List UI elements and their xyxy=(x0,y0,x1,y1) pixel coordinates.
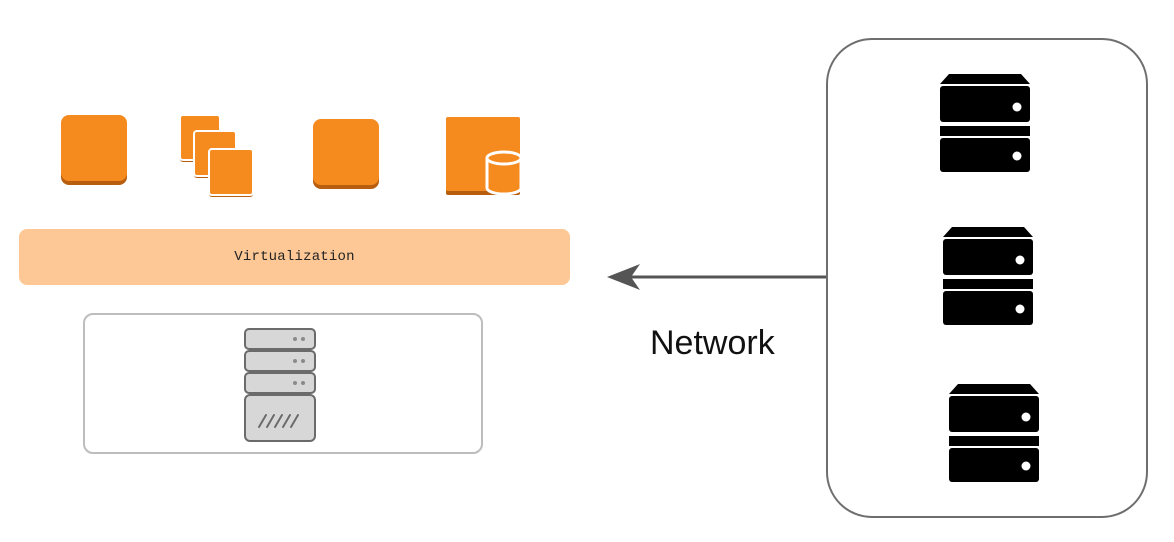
virtualization-label: Virtualization xyxy=(234,249,355,265)
network-label: Network xyxy=(650,324,775,362)
instance-icon xyxy=(313,119,379,189)
instance-with-database-icon xyxy=(446,117,523,196)
virtualization-layer: Virtualization xyxy=(19,229,570,285)
instance-icon xyxy=(61,115,127,185)
storage-server-icon xyxy=(943,227,1033,325)
storage-server-icon xyxy=(949,384,1039,482)
storage-server-icon xyxy=(940,74,1030,172)
instances-stack-icon xyxy=(179,114,254,197)
physical-server-icon xyxy=(244,328,316,442)
